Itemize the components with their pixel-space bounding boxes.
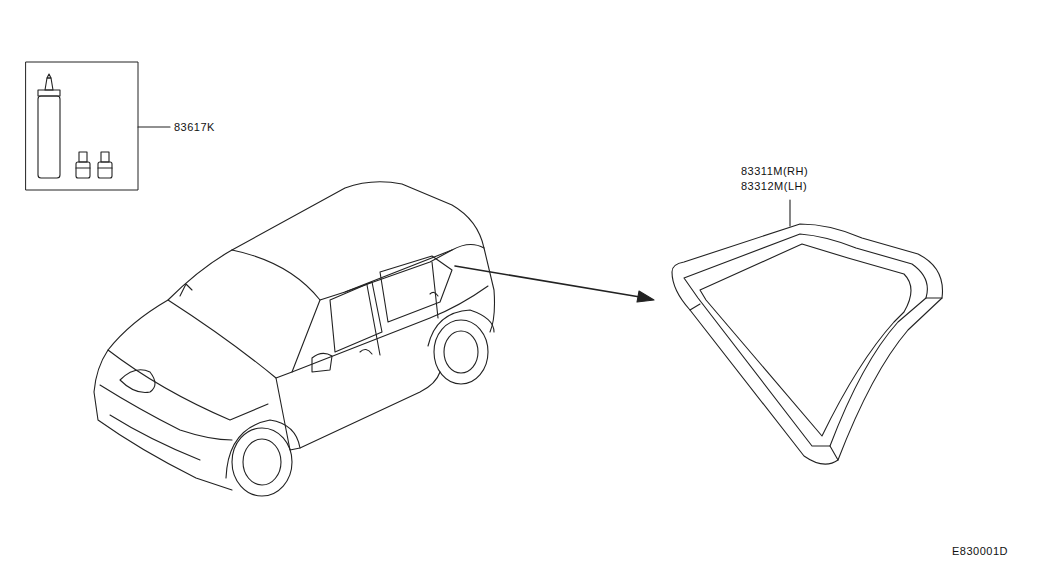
window-moulding [672,224,943,464]
leader-line [138,126,170,127]
part-number: 83312M(LH) [741,180,807,193]
arrow-head [637,291,654,302]
sealant-kit [26,62,138,190]
part-number: 83617K [174,121,215,134]
part-number: 83311M(RH) [741,165,808,178]
leader-line [789,200,790,226]
car-illustration [94,182,495,496]
pointer-arrow [455,266,640,297]
figure-code: E830001D [952,545,1008,558]
